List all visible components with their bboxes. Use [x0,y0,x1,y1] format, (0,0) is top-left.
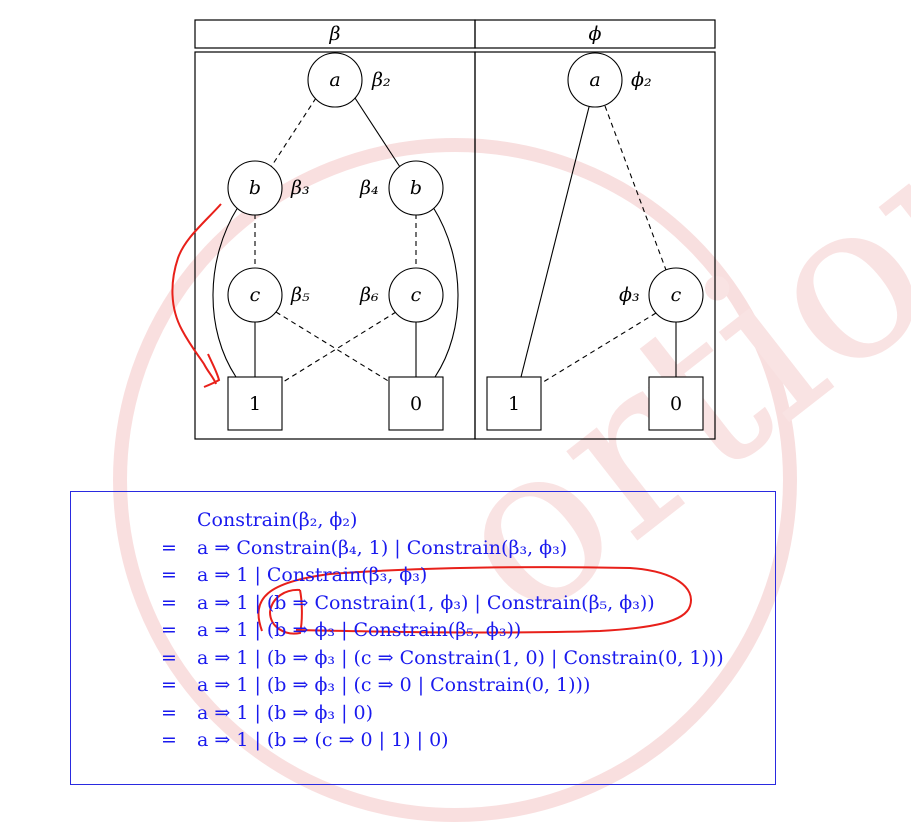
derivation-line: = a ⇒ 1 | (b ⇒ (c ⇒ 0 | 1) | 0) [71,729,777,756]
edge-a-b-right [354,97,401,168]
beta3-label: β₃ [290,177,310,199]
phi-header: ϕ [589,23,602,45]
derivation-expr: a ⇒ 1 | Constrain(β₃, ϕ₃) [197,564,428,586]
equals-sign: = [161,592,177,614]
beta-node-b-left [227,160,283,216]
beta-header: β [329,23,341,45]
derivation-line: = a ⇒ 1 | (b ⇒ ϕ₃ | Constrain(β₅, ϕ₃)) [71,619,777,646]
beta-node-a [307,52,363,108]
hand-annotations [171,203,692,635]
edge-c-0-left [275,311,391,383]
edge-b-1-curve [212,206,239,378]
annotation-loop [257,566,692,634]
derivation-expr: a ⇒ 1 | (b ⇒ ϕ₃ | 0) [197,702,374,724]
beta-node-a-label: a [329,69,340,91]
beta-node-b-right [388,160,444,216]
phi-node-a [567,52,623,108]
phi-terminal-0 [648,376,704,431]
derivation-expr: Constrain(β₂, ϕ₂) [197,509,358,531]
beta-terminal-0 [388,376,444,431]
phi-terminal-1-label: 1 [508,393,520,415]
edge-a-b-left [270,97,317,168]
phi-edge-a-1 [520,106,590,378]
derivation-line: Constrain(β₂, ϕ₂) [71,509,777,536]
phi2-label: ϕ₂ [631,69,652,91]
phi-terminal-0-label: 0 [670,393,682,415]
derivation-expr: a ⇒ 1 | (b ⇒ ϕ₃ | Constrain(β₅, ϕ₃)) [197,619,522,641]
beta6-label: β₆ [359,284,379,306]
annotation-paren-mark [268,588,303,635]
phi-header-cell [474,19,716,49]
derivation-expr: a ⇒ 1 | (b ⇒ ϕ₃ | (c ⇒ Constrain(1, 0) |… [197,647,724,669]
phi-panel [474,51,716,440]
beta-node-c-left [227,267,283,323]
equals-sign: = [161,564,177,586]
phi-node-a-label: a [589,69,600,91]
beta-node-c-left-label: c [250,284,261,306]
edge-b-0-curve [432,206,459,378]
beta5-label: β₅ [290,284,310,306]
derivation-line: = a ⇒ 1 | Constrain(β₃, ϕ₃) [71,564,777,591]
derivation-expr: a ⇒ Constrain(β₄, 1) | Constrain(β₃, ϕ₃) [197,537,568,559]
beta-node-b-right-label: b [410,177,422,199]
phi-node-c-label: c [671,284,682,306]
beta-terminal-0-label: 0 [410,393,422,415]
derivation-line: = a ⇒ Constrain(β₄, 1) | Constrain(β₃, ϕ₃… [71,537,777,564]
derivation-line: = a ⇒ 1 | (b ⇒ ϕ₃ | (c ⇒ Constrain(1, 0) … [71,647,777,674]
beta2-label: β₂ [371,69,391,91]
equals-sign: = [161,619,177,641]
equals-sign: = [161,537,177,559]
derivation-expr: a ⇒ 1 | (b ⇒ (c ⇒ 0 | 1) | 0) [197,729,449,751]
beta-node-c-right [388,267,444,323]
equals-sign: = [161,702,177,724]
phi-edges [520,105,677,385]
derivation-line: = a ⇒ 1 | (b ⇒ ϕ₃ | (c ⇒ 0 | Constrain(0,… [71,674,777,701]
derivation-expr: a ⇒ 1 | (b ⇒ ϕ₃ | (c ⇒ 0 | Constrain(0, … [197,674,591,696]
watermark-ring [113,138,797,822]
phi-edge-c-1 [539,312,657,385]
edge-c-1-right [282,311,397,383]
beta-node-b-left-label: b [249,177,261,199]
derivation-expr: a ⇒ 1 | (b ⇒ Constrain(1, ϕ₃) | Constrai… [197,592,655,614]
equals-sign: = [161,674,177,696]
beta-terminal-1-label: 1 [249,393,261,415]
beta-terminal-1 [227,376,283,431]
phi-node-c [648,267,704,323]
beta4-label: β₄ [359,177,379,199]
phi3-label: ϕ₃ [619,284,640,306]
equals-sign: = [161,729,177,751]
beta-edges [212,97,459,383]
derivation-line: = a ⇒ 1 | (b ⇒ Constrain(1, ϕ₃) | Constra… [71,592,777,619]
equals-sign: = [161,647,177,669]
annotation-arrowhead [203,353,221,388]
derivation-line: = a ⇒ 1 | (b ⇒ ϕ₃ | 0) [71,702,777,729]
phi-edge-a-c [604,105,667,271]
annotation-bracket [171,203,222,385]
phi-terminal-1 [486,376,542,431]
derivation-box: Constrain(β₂, ϕ₂) = a ⇒ Constrain(β₄, 1) … [70,491,776,785]
beta-node-c-right-label: c [411,284,422,306]
